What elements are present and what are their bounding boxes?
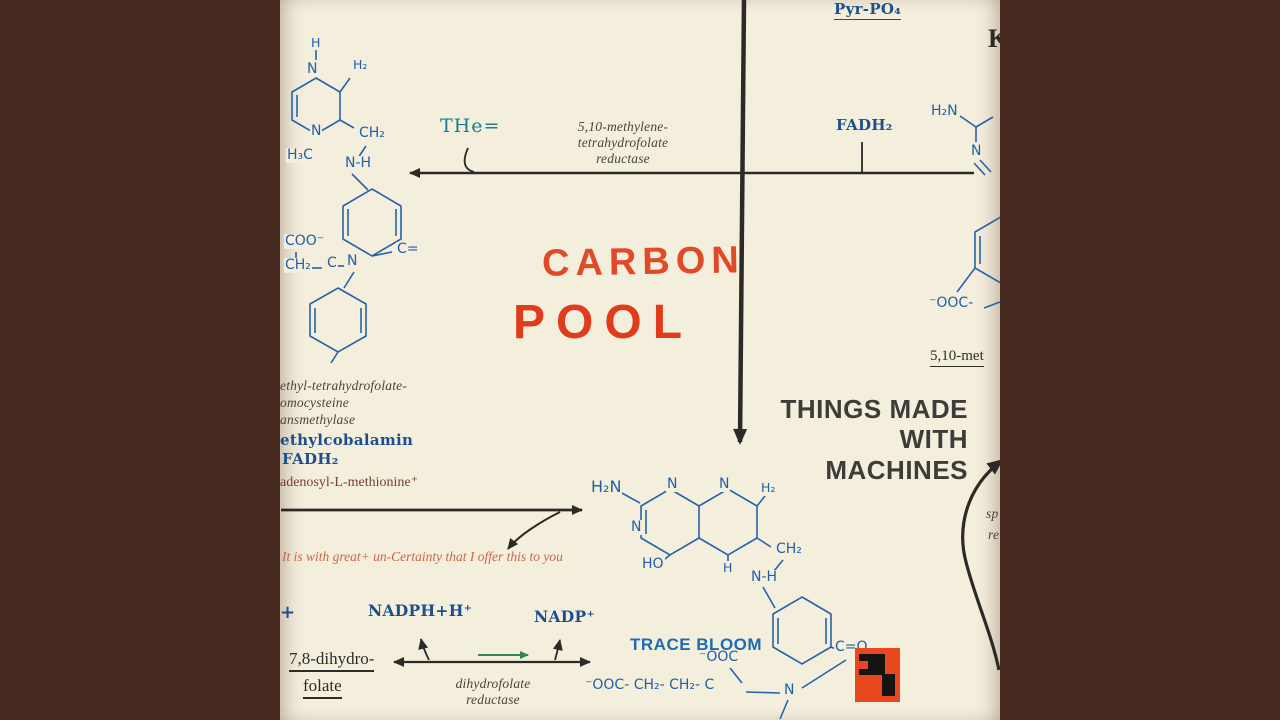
methylcobalamin-label: ethylcobalamin <box>280 431 414 449</box>
right-partial-text-2: re <box>988 527 1000 542</box>
atom-label: N <box>718 476 731 492</box>
atom-label: C= <box>396 241 420 257</box>
pathway-arrows <box>281 0 1000 671</box>
fadh2-top-label: FADH₂ <box>836 116 893 134</box>
atom-label: HO <box>641 556 665 572</box>
atom-label: N-H <box>750 569 779 585</box>
main-carbon-pool-arrow <box>733 0 748 445</box>
nadph-label: NADPH+H⁺ <box>368 601 473 620</box>
atom-label: C <box>326 255 338 271</box>
logo-shape <box>859 654 885 675</box>
atom-label: N <box>666 476 679 492</box>
atom-label: H <box>722 560 734 575</box>
nadp-label: NADP⁺ <box>534 607 595 626</box>
atom-label: N-H <box>344 155 373 171</box>
plus-partial-label: + <box>280 602 296 623</box>
atom-label: H₂ <box>760 480 777 495</box>
atom-label: ⁻OOC- <box>928 295 975 311</box>
diagram-paper: Pyr-PO₄ K THe= 5,10-methylene- tetrahydr… <box>280 0 1000 720</box>
atom-label: ⁻OOC <box>698 649 740 665</box>
atom-label: N <box>630 519 643 535</box>
atom-label: H₂N <box>590 477 623 496</box>
album-title-line1: CARBON <box>541 239 746 285</box>
atom-label: ⁻OOC- CH₂- CH₂- C <box>584 677 716 693</box>
corner-partial-letter: K <box>988 24 1000 53</box>
atom-label: CH₂ <box>358 125 386 141</box>
record-label-logo <box>855 648 900 702</box>
nadp-arrow <box>552 639 563 661</box>
logo-shape <box>859 661 868 669</box>
right-partial-text-1: sp <box>986 506 999 521</box>
trace-bloom-label: TRACE BLOOM <box>630 635 763 654</box>
atom-label: N <box>306 61 319 77</box>
atom-label: N <box>346 253 359 269</box>
atom-label: H <box>310 35 322 50</box>
uncertainty-note: It is with great+ un-Certainty that I of… <box>282 549 563 564</box>
the-cofactor-label: THe= <box>440 115 501 137</box>
transmethylase-label-line3: ansmethylase <box>280 412 356 427</box>
dihydrofolate-substrate-line1: 7,8-dihydro- <box>289 649 375 672</box>
atom-label: N <box>783 682 796 698</box>
nadph-arrow <box>418 638 430 661</box>
atom-label: COO⁻ <box>284 233 326 249</box>
atom-label: N <box>970 143 983 159</box>
atom-label: H₃C <box>286 147 314 163</box>
transmethylase-label-line2: omocysteine <box>280 395 349 410</box>
dihydrofolate-substrate-line2: folate <box>303 676 342 699</box>
right-s-curve-arrow <box>961 459 1000 671</box>
curved-branch-arrow <box>507 511 561 550</box>
album-title-line2: POOL <box>513 296 694 349</box>
artist-name-block: THINGS MADE WITH MACHINES <box>780 394 968 485</box>
atom-label: CH₂ <box>284 257 312 273</box>
logo-shape <box>882 674 895 696</box>
the-branch-line <box>463 147 475 173</box>
methenyl-partial-label: 5,10-met <box>930 348 984 367</box>
transmethylase-label-line1: ethyl-tetrahydrofolate- <box>280 378 408 393</box>
atom-label: N <box>310 123 323 139</box>
sam-label: adenosyl-L-methionine⁺ <box>280 475 419 490</box>
fadh2-left-label: FADH₂ <box>282 450 339 468</box>
pyr-po4-label: Pyr-PO₄ <box>834 0 902 20</box>
dhfr-enzyme-label: dihydrofolate reductase <box>455 676 531 707</box>
atom-label: CH₂ <box>775 541 803 557</box>
atom-label: H₂N <box>930 103 959 119</box>
methylene-thf-reductase-label: 5,10-methylene- tetrahydrofolate reducta… <box>577 119 669 166</box>
atom-label: H₂ <box>352 57 369 72</box>
